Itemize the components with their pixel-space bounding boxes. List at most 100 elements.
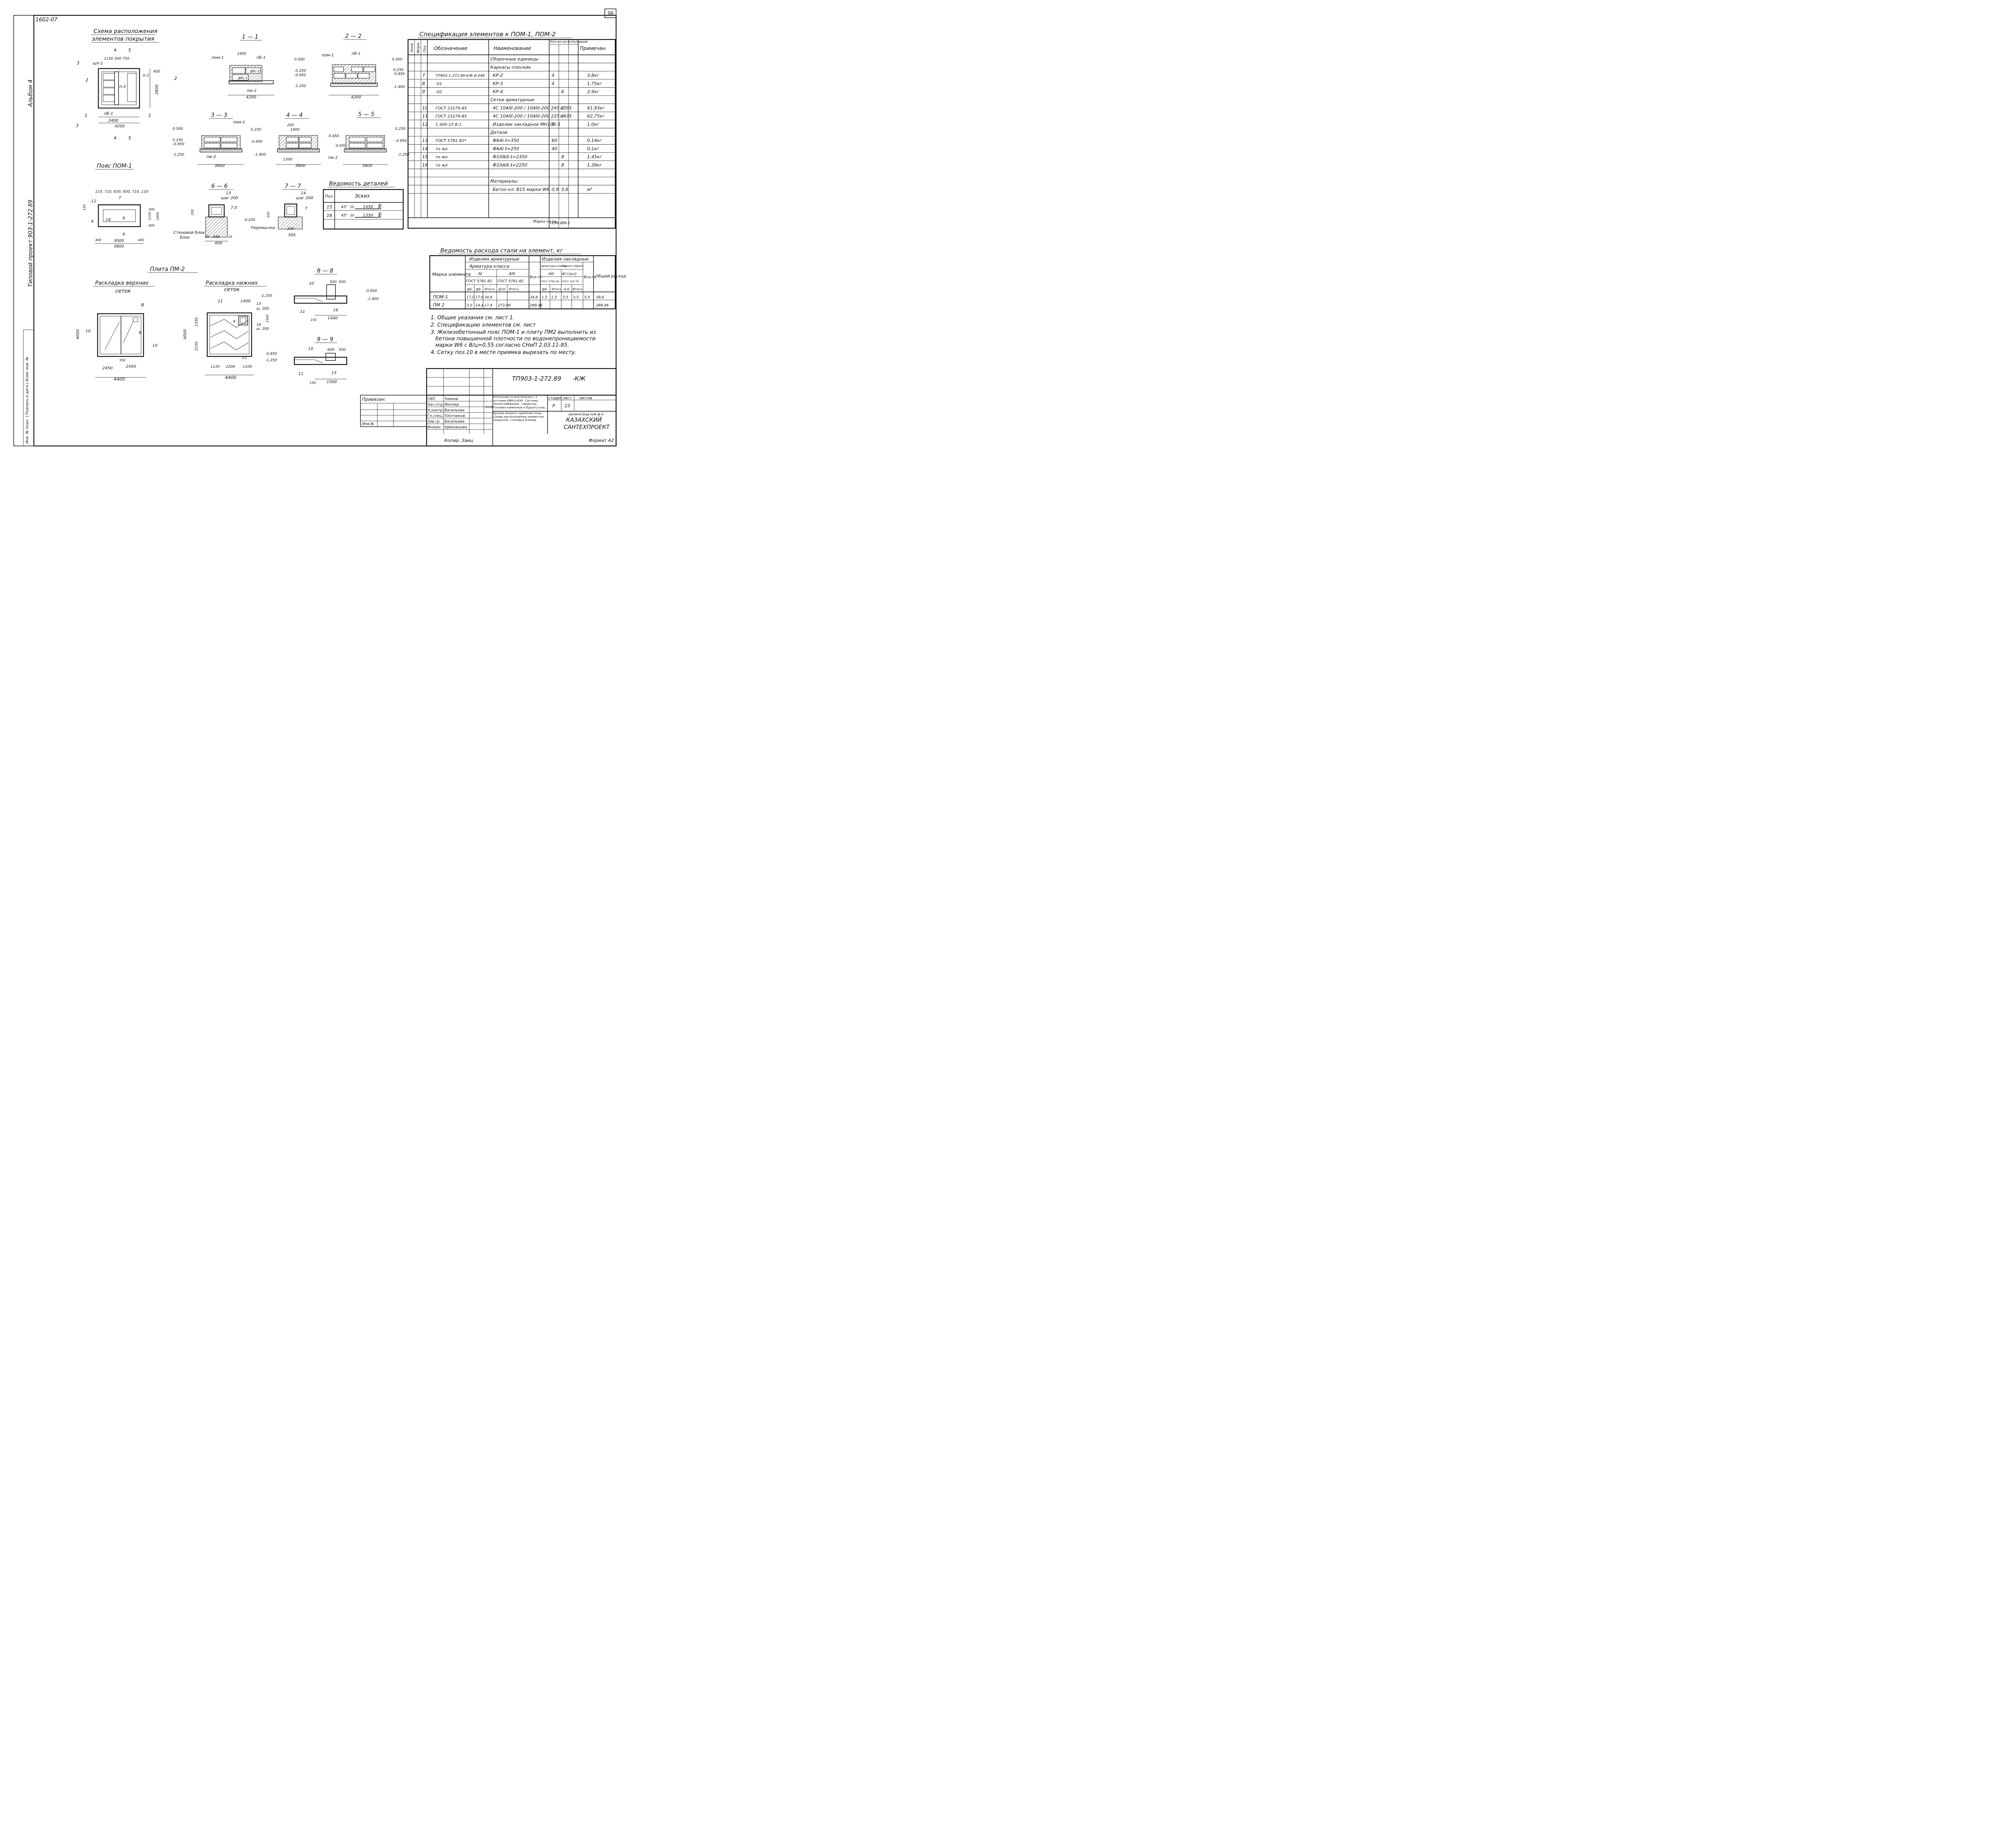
spec-row-pos: 7	[422, 73, 425, 78]
s88-dim-1400: 1400	[327, 316, 337, 321]
s99-level-1: -0.950	[265, 352, 277, 356]
layout-dims-top: 1150 500 750	[104, 57, 129, 61]
spec-row-name: Ф10АIII ℓ=2250	[493, 162, 527, 168]
steel-h-reinf: Изделия арматурные	[469, 256, 519, 262]
layout-label-p1: п-1	[143, 73, 150, 78]
steel-cell: 3,5	[562, 296, 569, 300]
slab-bot-dim-2250: 2250	[195, 342, 199, 351]
s22-level-2: 0.250	[393, 68, 404, 72]
s11-level-4: -1.250	[294, 84, 306, 88]
slab-top-mark-8b: 8	[139, 331, 141, 335]
s11-label-pom1: пом-1	[212, 56, 224, 60]
s99-level-2: -1.250	[265, 358, 277, 362]
title-desc-2: Бункер мокрого хранения золы. Схемы расп…	[493, 412, 544, 422]
spec-row-note: 0,1кг	[587, 146, 599, 151]
spec-row-q2: 2	[561, 114, 564, 119]
slab-bot-dim-1100: 1100	[243, 365, 252, 369]
spec-h-zone: Зона	[410, 43, 414, 52]
s99-dim-150: 150	[310, 381, 316, 385]
steel-h-e-total: Все-го	[584, 275, 596, 279]
title-person: Миллер	[444, 403, 459, 407]
slab-bot-mark-11b: 11	[242, 356, 247, 360]
steel-row-mark: ПОМ-1	[433, 294, 448, 300]
slab-bot-dim-1120: 1120	[210, 365, 220, 369]
slab-top-dim-4400: 4400	[114, 377, 125, 382]
spec-row-q1: 40	[552, 146, 557, 151]
s44-title: 4 — 4	[286, 112, 303, 119]
steel-cell: 289,46	[530, 304, 543, 308]
s66-dim-35a: 35	[205, 235, 209, 239]
spec-row-q1: 4	[552, 81, 554, 86]
steel-h-sum: Общий расход	[595, 274, 626, 279]
inner-frame	[33, 15, 617, 447]
s44-dims-top: 1400	[290, 128, 300, 132]
s66-dim-250: 250	[191, 209, 194, 215]
s66-mark: 7.0	[231, 206, 237, 210]
steel-sub-1: ф8	[476, 287, 481, 291]
spec-row-name: Ф6АI ℓ=350	[493, 138, 519, 143]
spec-row-des: 1.400-15 В.1	[435, 123, 462, 127]
s11-label-fbs1: фбс-1	[238, 76, 248, 80]
section-9-9: 9 — 9 600 500 1500 150 -0.950 -1.250 10 …	[265, 336, 348, 385]
s66-dim-400: 400	[215, 241, 222, 246]
spec-h-designation: Обозначение	[434, 46, 467, 51]
spec-h-note: Примечан.	[580, 46, 607, 51]
s11-title: 1 — 1	[242, 34, 258, 40]
steel-sub-5: ф8	[542, 287, 547, 291]
section-3-3: 3 — 3 пом-1 пм 2 3800 0.500 0.250 -0.950…	[173, 112, 245, 168]
slab-bot-mark-15: 15	[256, 302, 261, 306]
section-8-8: 8 — 8 500 500 1400 150 -1.250 -0.950 -1.…	[260, 268, 379, 322]
title-role: Инжен.	[427, 425, 442, 429]
spec-row-name: Изделие закладное МН106-3	[493, 122, 560, 127]
steel-cell: 3,5	[573, 296, 579, 300]
spec-row-pos: 16	[422, 162, 428, 168]
steel-sub-0: ф6	[467, 287, 472, 291]
s77-pos: 14	[301, 191, 306, 196]
s33-label-pom1: пом-1	[233, 120, 245, 125]
s22-level-4: -1.400	[393, 85, 405, 89]
slab-bot-dim-1500: 1500	[266, 315, 269, 323]
steel-cell: 3,0	[467, 304, 473, 308]
s77-title: 7 — 7	[285, 183, 301, 190]
note-line: 1. Общие указания см. лист 1.	[431, 315, 514, 321]
slab-top-dim-4000: 4000	[76, 329, 80, 340]
s77-mark: 7	[305, 206, 308, 211]
spec-row-note: 3,8кг	[587, 73, 599, 78]
s11-level-1: 0.500	[294, 58, 305, 62]
section-5-5: 5 — 5 3800 0.250 -0.950 -1.250	[343, 111, 409, 168]
slab-bot-dim-2350: 2350	[195, 317, 199, 327]
s22-title: 2 — 2	[345, 33, 362, 40]
slab-bot-step-2: ш. 200	[256, 327, 269, 331]
note-line: 4. Сетку поз.10 в месте приямка вырезать…	[431, 350, 577, 356]
steel-cell: 5,0	[584, 296, 590, 300]
spec-row-name: Детали	[490, 130, 508, 135]
s33-level-1: 0.500	[173, 127, 183, 131]
spec-row-des: -01	[435, 82, 442, 86]
belt-mark-6b: 6	[123, 216, 125, 221]
spec-row-q1: 4	[552, 73, 554, 78]
s99-mark-15: 15	[331, 371, 337, 375]
slab-bot-mark-11a: 11	[218, 299, 223, 304]
title-copied: Копир. Заиц	[444, 438, 473, 443]
details-row1-end: 400	[379, 204, 382, 210]
layout-label-shp1: шп-1	[93, 61, 103, 66]
slab-bot-dim-4000: 4000	[183, 329, 187, 340]
layout-label-p2: п-2	[119, 85, 126, 89]
belt-mark-12: 12	[91, 199, 96, 204]
spec-row-note: 0,14кг	[587, 138, 602, 143]
spec-row-pos: 10	[422, 105, 428, 110]
title-stage-h: стадия	[548, 396, 562, 400]
s44-level-1: 0.250	[251, 128, 261, 132]
spec-h-pos: Поз.	[423, 44, 427, 52]
spec-row-des: то же	[435, 147, 448, 151]
layout-dim-height: 3800	[155, 85, 159, 95]
spec-row-pos: 14	[422, 146, 428, 151]
belt-title: Пояс ПОМ-1	[97, 163, 132, 169]
s11-label-pm2: пм-2	[247, 89, 256, 93]
slab-top-dim-2450a: 2450	[102, 366, 112, 371]
section-1-1: 1 — 1 пом-1 пб-1 фбс-2 фбс-1 пм-2 1850 4…	[212, 34, 306, 100]
belt-mark-7: 7	[119, 196, 121, 200]
s44-label-pm2: пм 2	[328, 156, 338, 160]
spec-row-name: КР-3	[493, 81, 503, 86]
s55-dim-3800: 3800	[362, 164, 372, 168]
